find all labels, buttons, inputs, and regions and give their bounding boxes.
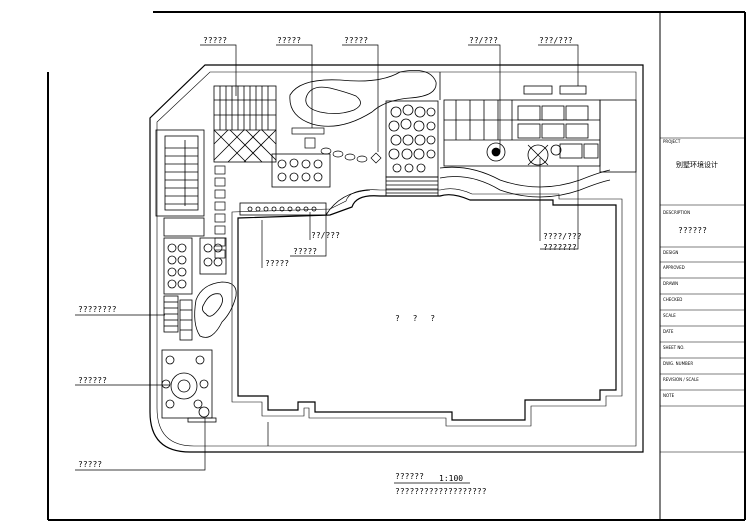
title-block-row: NOTE (663, 393, 675, 398)
title-block-row: SHEET NO. (663, 345, 685, 350)
callout-label: ??/??? (311, 231, 340, 240)
callout-label: ????? (203, 36, 227, 45)
title-block-row: CHECKED (663, 297, 682, 302)
title-block-row: DATE (663, 329, 674, 334)
pond (289, 69, 437, 127)
lawn-edge (325, 72, 611, 216)
title-block-row: DWG. NUMBER (663, 361, 693, 366)
title-block-row: REVISION / SCALE (663, 377, 699, 382)
callout-label: ????? (265, 259, 289, 268)
title-block-row: APPROVED (663, 265, 685, 270)
callout-label: ????? (293, 247, 317, 256)
sheet-frame (47, 11, 746, 521)
paved-terrace (443, 85, 637, 173)
title-block-row: SCALE (663, 313, 676, 318)
title-block (660, 137, 745, 453)
leader-lines (75, 44, 579, 471)
building-footprint (231, 188, 623, 427)
plant-symbols (486, 142, 562, 166)
rock-garden (385, 100, 439, 197)
callout-label: ???????? (78, 305, 117, 314)
caption-title: ?????? (395, 472, 424, 481)
callout-label: ???/??? (539, 36, 573, 45)
title-block-project-tag: PROJECT (663, 139, 681, 144)
pergola (213, 85, 277, 163)
callout-label: ??????? (543, 243, 577, 252)
caption-note: ??????????????????? (395, 487, 487, 496)
title-block-row: DESIGN (663, 250, 678, 255)
round-terrace (161, 349, 217, 423)
callout-label: ????? (277, 36, 301, 45)
left-stair (155, 129, 205, 217)
site-boundary (149, 64, 644, 453)
callout-label: ?????? (78, 376, 107, 385)
drawing-caption: ?????? 1:100 ??????????????????? (394, 472, 487, 496)
title-block-row: DRAWN (663, 281, 678, 286)
callout-label: ????? (78, 460, 102, 469)
title-block-drawing-title: 别墅环境设计 (676, 160, 718, 169)
caption-scale: 1:100 (439, 474, 463, 483)
stepping-stones (291, 127, 382, 164)
callout-label: ??/??? (469, 36, 498, 45)
left-planters (163, 217, 237, 341)
callout-label: ????/??? (543, 232, 582, 241)
paver-column (214, 165, 226, 259)
title-block-name-tag: DESCRIPTION (663, 210, 690, 215)
pebble-bed (239, 153, 331, 216)
plan-center-text: ? ? ? (395, 314, 439, 323)
title-block-name-value: ?????? (678, 226, 707, 235)
callout-label: ????? (344, 36, 368, 45)
